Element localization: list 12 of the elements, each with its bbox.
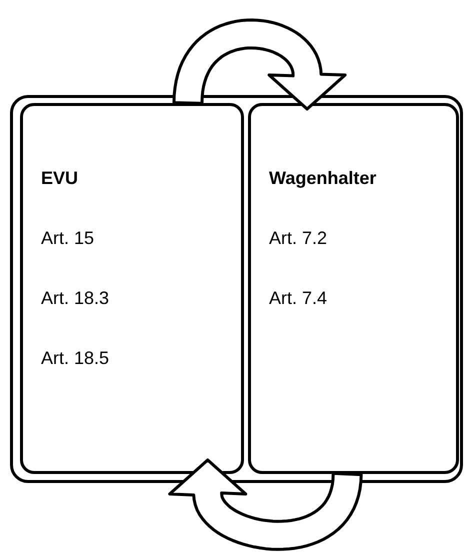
article-label: Art. 18.3 [41,288,110,309]
panel-box [20,103,244,474]
article-label: Art. 7.2 [269,228,328,249]
panel-heading: EVU [41,168,78,189]
panel-heading: Wagenhalter [269,168,376,189]
curved-arrow [168,458,363,551]
outer-frame [10,95,463,483]
article-label: Art. 15 [41,228,94,249]
curved-arrow [172,18,347,110]
article-label: Art. 7.4 [269,288,328,309]
article-label: Art. 18.5 [41,348,110,369]
panel-box [248,103,459,474]
